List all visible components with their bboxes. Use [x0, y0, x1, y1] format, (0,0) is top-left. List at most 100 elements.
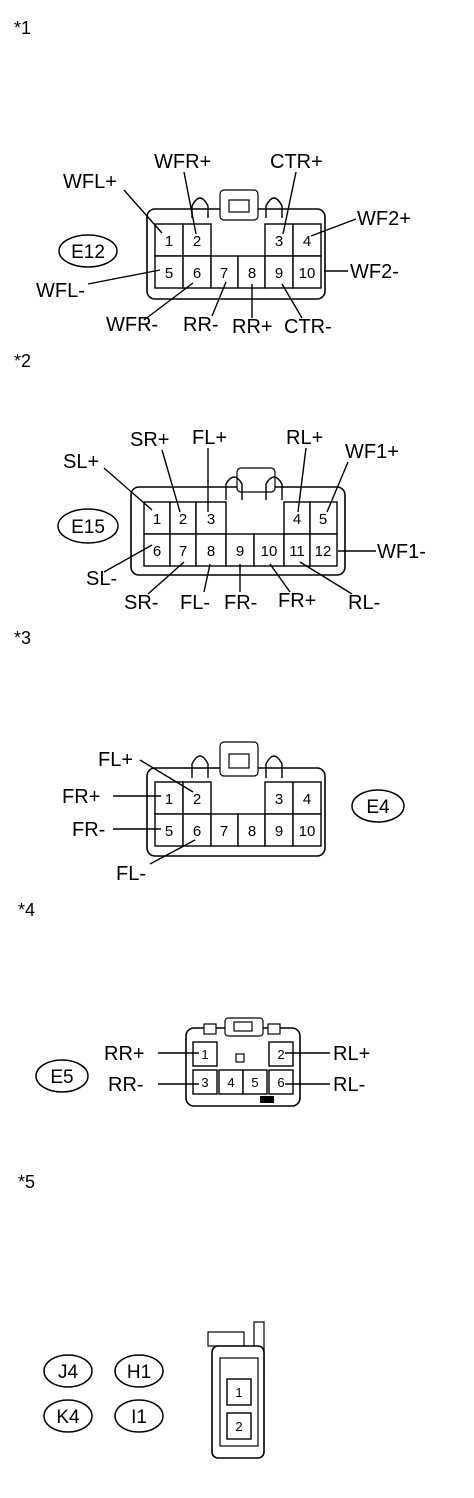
connector-id: J4 [58, 1362, 79, 1383]
signal-label: FR- [72, 819, 105, 841]
pin-number: 2 [277, 1047, 284, 1062]
pin-number: 4 [303, 233, 311, 250]
pin-numbers: 1 2 3 4 5 6 7 8 9 10 11 12 [153, 511, 332, 560]
pin-number: 10 [261, 543, 278, 560]
pin-number: 4 [303, 791, 311, 808]
pin-number: 6 [193, 823, 201, 840]
pin-number: 11 [289, 543, 305, 560]
signal-label: FL+ [98, 749, 133, 771]
signal-label: WF1- [377, 541, 426, 563]
signal-label: FR+ [62, 786, 100, 808]
pin-number: 1 [165, 791, 173, 808]
section-marker: *5 [18, 1172, 35, 1192]
signal-label: CTR- [284, 316, 332, 338]
pin-number: 4 [227, 1075, 234, 1090]
section-3: *3 1 2 3 4 5 6 7 8 9 [14, 628, 405, 885]
section-2: *2 1 2 3 4 5 6 7 8 [14, 351, 426, 614]
leader-lines [103, 447, 376, 595]
pin-number: 10 [299, 265, 316, 282]
connector-id: E12 [71, 242, 105, 263]
signal-label: CTR+ [270, 151, 323, 173]
pin-number: 3 [207, 511, 215, 528]
pin-number: 1 [201, 1047, 208, 1062]
signal-label: RR+ [232, 316, 273, 338]
connector-body [146, 741, 326, 857]
section-marker: *2 [14, 351, 31, 371]
connector-id-badge: E12 [58, 234, 118, 268]
pin-number: 2 [193, 233, 201, 250]
pin-number: 1 [165, 233, 173, 250]
leader-lines [87, 171, 357, 321]
connector-id: E15 [71, 517, 105, 538]
connector-body [130, 467, 346, 576]
pin-number: 5 [165, 265, 173, 282]
pin-number: 8 [248, 265, 256, 282]
signal-label: SR+ [130, 429, 169, 451]
connector-body [207, 1321, 265, 1459]
section-1: *1 1 2 3 4 5 6 7 8 9 [14, 18, 411, 338]
signal-label: FR+ [278, 590, 316, 612]
connector-id-badge: E4 [351, 789, 405, 823]
pin-numbers: 1 2 [235, 1385, 242, 1434]
pin-number: 3 [275, 791, 283, 808]
signal-labels: SL+ SR+ FL+ RL+ WF1+ WF1- SL- SR- FL- FR… [63, 427, 426, 614]
pin-numbers: 1 2 3 4 5 6 7 8 9 10 [165, 233, 316, 282]
connector-id-badge: E5 [35, 1059, 89, 1093]
pin-number: 12 [315, 543, 332, 560]
connector-body [146, 189, 326, 300]
signal-label: WFR+ [154, 151, 211, 173]
section-marker: *4 [18, 900, 35, 920]
pin-number: 5 [251, 1075, 258, 1090]
pin-number: 10 [299, 823, 316, 840]
pin-number: 2 [235, 1419, 242, 1434]
signal-label: RR- [108, 1074, 144, 1096]
pin-number: 8 [207, 543, 215, 560]
pin-numbers: 1 2 3 4 5 6 7 8 9 10 [165, 791, 316, 840]
signal-label: SR- [124, 592, 158, 614]
connector-id: E4 [366, 797, 390, 818]
pin-number: 9 [275, 823, 283, 840]
pin-number: 6 [277, 1075, 284, 1090]
leader-lines [113, 759, 196, 865]
pin-number: 7 [220, 265, 228, 282]
pin-number: 9 [275, 265, 283, 282]
pin-number: 7 [220, 823, 228, 840]
signal-label: WFL- [36, 280, 85, 302]
connector-id: E5 [50, 1067, 73, 1088]
signal-label: WF2- [350, 261, 399, 283]
signal-label: RL+ [333, 1043, 370, 1065]
pin-number: 1 [235, 1385, 242, 1400]
pin-number: 5 [319, 511, 327, 528]
signal-labels: FL+ FR+ FR- FL- [62, 749, 146, 885]
pin-number: 2 [193, 791, 201, 808]
section-marker: *3 [14, 628, 31, 648]
signal-label: FR- [224, 592, 257, 614]
connector-id-badges: J4 H1 K4 I1 [43, 1354, 164, 1433]
pin-numbers: 1 2 3 4 5 6 [201, 1047, 284, 1090]
signal-label: RR- [183, 314, 219, 336]
pin-number: 2 [179, 511, 187, 528]
signal-label: WFR- [106, 314, 158, 336]
section-5: *5 1 2 J4 H1 K4 I1 [18, 1172, 265, 1459]
pin-number: 3 [275, 233, 283, 250]
pin-number: 9 [236, 543, 244, 560]
pin-number: 4 [293, 511, 301, 528]
pin-number: 7 [179, 543, 187, 560]
signal-label: FL- [180, 592, 210, 614]
signal-label: WF1+ [345, 441, 399, 463]
section-4: *4 1 2 3 4 5 6 E5 [18, 900, 370, 1107]
signal-labels: RR+ RL+ RR- RL- [104, 1043, 370, 1096]
pin-number: 6 [153, 543, 161, 560]
pin-number: 6 [193, 265, 201, 282]
signal-label: WFL+ [63, 171, 117, 193]
pin-number: 5 [165, 823, 173, 840]
leader-lines [158, 1052, 330, 1085]
connector-id: I1 [131, 1407, 147, 1428]
connector-id: K4 [56, 1407, 80, 1428]
connector-id-badge: E15 [57, 508, 119, 544]
signal-label: FL- [116, 863, 146, 885]
signal-label: RL- [333, 1074, 365, 1096]
signal-labels: WFL+ WFR+ CTR+ WF2+ WFL- WF2- WFR- RR- R… [36, 151, 411, 338]
connector-body [185, 1017, 301, 1107]
